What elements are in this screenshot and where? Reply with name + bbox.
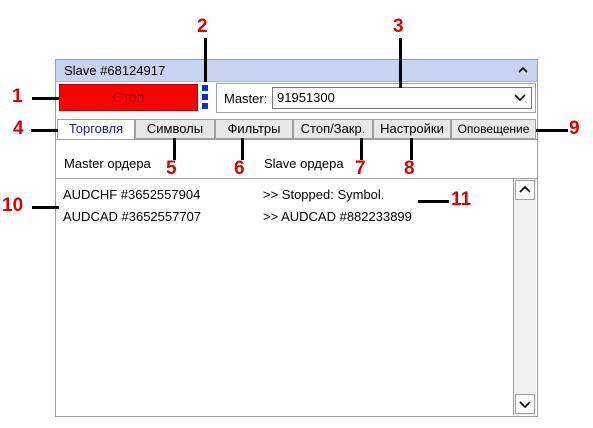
list-scrollbar[interactable] bbox=[513, 179, 536, 415]
tab-notifications[interactable]: Оповещение bbox=[451, 119, 536, 139]
list-item-master: AUDCHF #3652557904 bbox=[63, 187, 201, 202]
annotation-1: 1 bbox=[12, 86, 23, 107]
column-header-master-orders: Master ордера bbox=[64, 156, 151, 171]
dropdown-chevron-down-icon[interactable] bbox=[513, 92, 527, 104]
master-dropdown[interactable]: 91951300 bbox=[272, 87, 532, 109]
annotation-10: 10 bbox=[2, 195, 24, 216]
annotation-line-9 bbox=[536, 129, 568, 132]
list-item-slave: >> AUDCAD #882233899 bbox=[263, 209, 412, 224]
annotation-6: 6 bbox=[234, 158, 245, 179]
orders-list: AUDCHF #3652557904 >> Stopped: Symbol. A… bbox=[56, 178, 537, 416]
master-label: Master: bbox=[224, 91, 268, 106]
annotation-line-11 bbox=[418, 200, 449, 203]
column-header-slave-orders: Slave ордера bbox=[264, 156, 344, 171]
annotation-line-4 bbox=[31, 129, 58, 132]
tab-content-header bbox=[56, 139, 537, 178]
panel-title: Slave #68124917 bbox=[64, 63, 166, 78]
annotation-7: 7 bbox=[355, 158, 366, 179]
annotation-line-8 bbox=[410, 138, 413, 160]
annotation-5: 5 bbox=[166, 158, 177, 179]
tab-symbols[interactable]: Символы bbox=[135, 119, 215, 139]
scroll-up-icon bbox=[519, 185, 531, 193]
master-dropdown-value: 91951300 bbox=[277, 90, 335, 105]
tab-filters[interactable]: Фильтры bbox=[215, 119, 293, 139]
annotation-line-5 bbox=[173, 138, 176, 160]
annotation-line-6 bbox=[241, 138, 244, 160]
annotation-9: 9 bbox=[569, 118, 580, 139]
list-item-master: AUDCAD #3652557707 bbox=[63, 209, 202, 224]
annotation-line-10 bbox=[32, 206, 59, 209]
panel-title-bar[interactable]: Slave #68124917 bbox=[56, 60, 537, 82]
scroll-down-icon bbox=[519, 401, 531, 409]
master-selector-box: Master: 91951300 bbox=[216, 83, 536, 113]
annotation-11: 11 bbox=[451, 189, 472, 210]
scroll-down-button[interactable] bbox=[515, 394, 535, 414]
annotation-2: 2 bbox=[197, 16, 208, 37]
copier-panel bbox=[55, 59, 538, 417]
annotation-line-2 bbox=[204, 38, 207, 82]
scroll-up-button[interactable] bbox=[515, 180, 535, 200]
tab-trading[interactable]: Торговля bbox=[57, 119, 135, 140]
tab-settings[interactable]: Настройки bbox=[373, 119, 451, 139]
stop-button[interactable]: Стоп bbox=[59, 84, 198, 111]
annotation-line-7 bbox=[360, 138, 363, 160]
tab-stop-close[interactable]: Стоп/Закр. bbox=[293, 119, 373, 139]
annotation-line-1 bbox=[32, 97, 59, 100]
annotation-4: 4 bbox=[13, 118, 24, 139]
annotation-3: 3 bbox=[393, 16, 404, 37]
annotation-line-3 bbox=[399, 38, 402, 88]
drag-handle-icon[interactable] bbox=[201, 84, 209, 111]
list-item-slave: >> Stopped: Symbol. bbox=[263, 187, 385, 202]
collapse-chevron-up-icon[interactable] bbox=[517, 64, 529, 76]
annotation-8: 8 bbox=[404, 158, 415, 179]
